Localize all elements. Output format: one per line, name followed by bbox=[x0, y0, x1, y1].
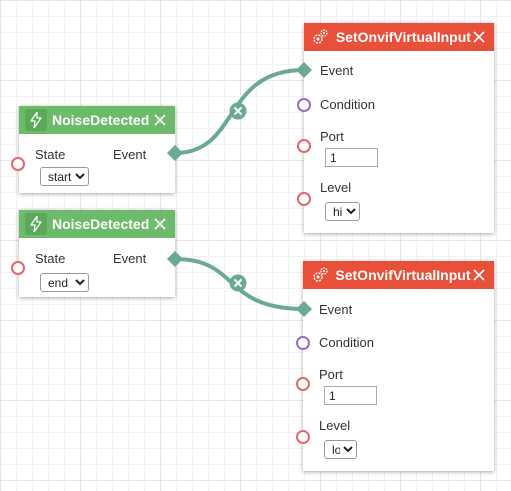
state-select[interactable]: end bbox=[40, 273, 89, 292]
noise-detected-node-2[interactable]: NoiseDetected State Event end bbox=[11, 210, 183, 297]
event-output-port[interactable] bbox=[166, 144, 184, 162]
level-select[interactable]: hi bbox=[325, 202, 360, 221]
state-input-port[interactable] bbox=[11, 261, 25, 275]
level-input-port[interactable] bbox=[297, 192, 311, 206]
lightning-icon bbox=[25, 109, 47, 131]
set-onvif-virtual-input-node-1[interactable]: SetOnvifVirtualInput Event Condition Por… bbox=[296, 23, 494, 233]
close-icon[interactable] bbox=[471, 28, 488, 46]
wire-delete-icon[interactable] bbox=[229, 274, 247, 292]
event-label: Event bbox=[113, 251, 147, 266]
set-onvif-virtual-input-node-2[interactable]: SetOnvifVirtualInput Event Condition Por… bbox=[296, 261, 494, 471]
gear-icon bbox=[310, 26, 331, 48]
level-label: Level bbox=[320, 180, 352, 195]
condition-label: Condition bbox=[319, 335, 374, 350]
node-title: SetOnvifVirtualInput bbox=[335, 29, 471, 45]
state-input-port[interactable] bbox=[11, 157, 25, 171]
condition-input-port[interactable] bbox=[297, 98, 311, 112]
wire-delete-icon[interactable] bbox=[229, 102, 247, 120]
event-label: Event bbox=[319, 302, 353, 317]
close-icon[interactable] bbox=[151, 215, 169, 233]
close-icon[interactable] bbox=[470, 266, 488, 284]
event-output-port[interactable] bbox=[166, 250, 184, 268]
condition-input-port[interactable] bbox=[296, 336, 310, 350]
node-header[interactable]: NoiseDetected bbox=[19, 106, 175, 134]
node-title: NoiseDetected bbox=[52, 112, 150, 128]
node-header[interactable]: SetOnvifVirtualInput bbox=[304, 23, 494, 51]
event-label: Event bbox=[320, 63, 354, 78]
port-field[interactable] bbox=[325, 148, 378, 167]
port-input-port[interactable] bbox=[297, 139, 311, 153]
condition-label: Condition bbox=[320, 97, 375, 112]
event-label: Event bbox=[113, 147, 147, 162]
noise-detected-node-1[interactable]: NoiseDetected State Event start bbox=[11, 106, 183, 193]
level-input-port[interactable] bbox=[296, 430, 310, 444]
port-label: Port bbox=[320, 129, 344, 144]
close-icon[interactable] bbox=[151, 111, 169, 129]
level-label: Level bbox=[319, 418, 351, 433]
node-title: NoiseDetected bbox=[52, 216, 150, 232]
node-title: SetOnvifVirtualInput bbox=[335, 267, 471, 283]
port-field[interactable] bbox=[324, 386, 377, 405]
event-input-port[interactable] bbox=[295, 61, 313, 79]
node-header[interactable]: NoiseDetected bbox=[19, 210, 175, 238]
level-select[interactable]: lo bbox=[324, 440, 357, 459]
state-select[interactable]: start bbox=[40, 167, 89, 186]
port-input-port[interactable] bbox=[296, 377, 310, 391]
lightning-icon bbox=[25, 213, 47, 235]
state-label: State bbox=[35, 251, 66, 266]
event-input-port[interactable] bbox=[295, 300, 313, 318]
port-label: Port bbox=[319, 367, 343, 382]
node-header[interactable]: SetOnvifVirtualInput bbox=[303, 261, 494, 289]
gear-icon bbox=[309, 264, 330, 286]
state-label: State bbox=[35, 147, 66, 162]
